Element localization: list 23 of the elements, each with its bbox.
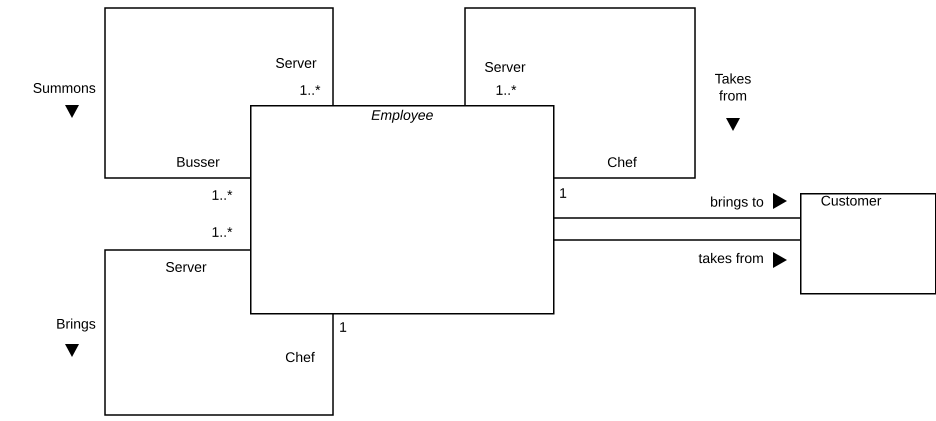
role-label: Busser (177, 157, 220, 167)
edge-label: takes from (698, 252, 763, 264)
association-line (464, 7, 696, 179)
class-box: Employee (250, 105, 554, 314)
association-line (553, 217, 800, 219)
edge-label: Takes from (715, 73, 751, 101)
role-label: Server (276, 58, 316, 68)
edge-label: Brings (57, 318, 96, 332)
association-line (553, 239, 800, 241)
role-label: Server (166, 262, 206, 272)
class-box: Customer (800, 193, 936, 294)
association-line (104, 249, 334, 416)
role-label: Server (485, 62, 526, 72)
edge-label: Summons (33, 83, 96, 93)
role-label: 1 (340, 322, 346, 332)
edge-label: brings to (711, 196, 764, 210)
role-label: 1..* (300, 85, 320, 95)
role-label: Chef (608, 156, 637, 168)
role-label: Chef (286, 352, 315, 362)
association-line (104, 7, 334, 179)
role-label: 1..* (212, 227, 232, 237)
role-label: 1 (560, 188, 566, 198)
role-label: 1..* (212, 190, 232, 200)
